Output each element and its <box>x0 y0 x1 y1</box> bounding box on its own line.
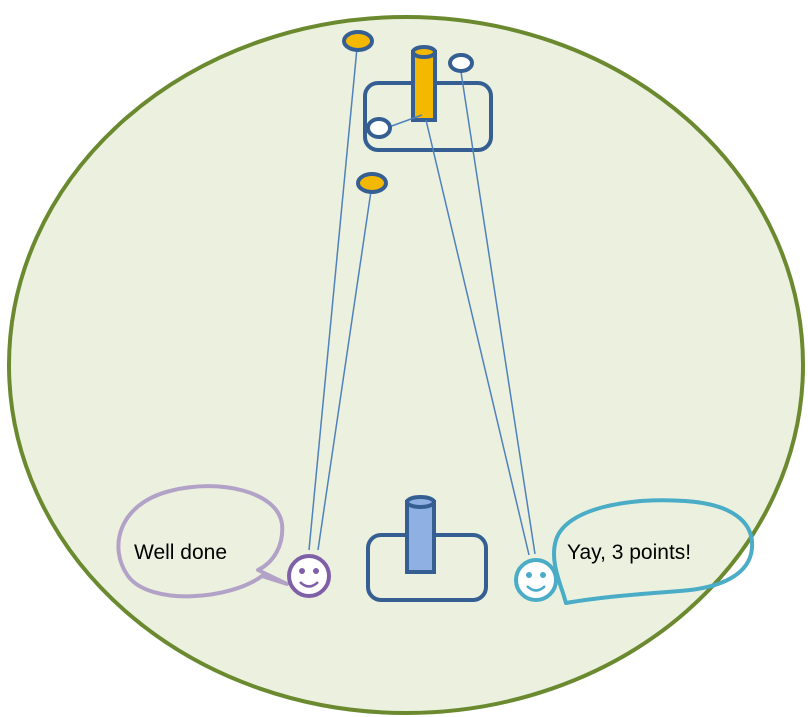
speech-bubble-left-outline <box>116 484 289 599</box>
trajectory-left-1 <box>308 47 358 551</box>
player-left-eye-left <box>299 568 305 574</box>
speech-text-right: Yay, 3 points! <box>567 541 691 564</box>
player-right-mouth <box>526 585 546 592</box>
goal-post-far <box>411 50 437 122</box>
trajectory-left-2 <box>317 190 372 551</box>
speech-bubble-left: Well done <box>116 484 289 599</box>
goal-post-far-icon <box>363 45 493 152</box>
ball-gold-mid <box>356 172 388 194</box>
goal-post-near-icon <box>366 495 488 602</box>
goal-post-near-top <box>405 495 436 509</box>
goal-post-far-top <box>411 45 437 59</box>
goal-post-near <box>405 500 436 574</box>
player-left-eye-right <box>313 568 319 574</box>
ball-white-left <box>366 117 392 139</box>
player-right-face <box>514 558 558 602</box>
speech-text-left: Well done <box>134 541 227 564</box>
player-left-face <box>287 554 331 598</box>
playing-field <box>7 15 805 715</box>
speech-bubble-right: Yay, 3 points! <box>552 498 755 605</box>
player-right-smiley-face-icon <box>514 558 558 602</box>
trajectory-right-1 <box>460 71 536 555</box>
player-left-smiley-face-icon <box>287 554 331 598</box>
trajectory-right-2 <box>425 119 530 556</box>
player-left-mouth <box>299 581 319 588</box>
speech-bubble-right-outline <box>552 498 755 605</box>
player-right-eye-left <box>526 572 532 578</box>
kick-trajectories <box>308 47 536 556</box>
player-right-eye-right <box>540 572 546 578</box>
trajectory-deflect <box>388 114 423 128</box>
ball-gold-high <box>342 30 374 52</box>
ball-white-right <box>448 53 474 73</box>
